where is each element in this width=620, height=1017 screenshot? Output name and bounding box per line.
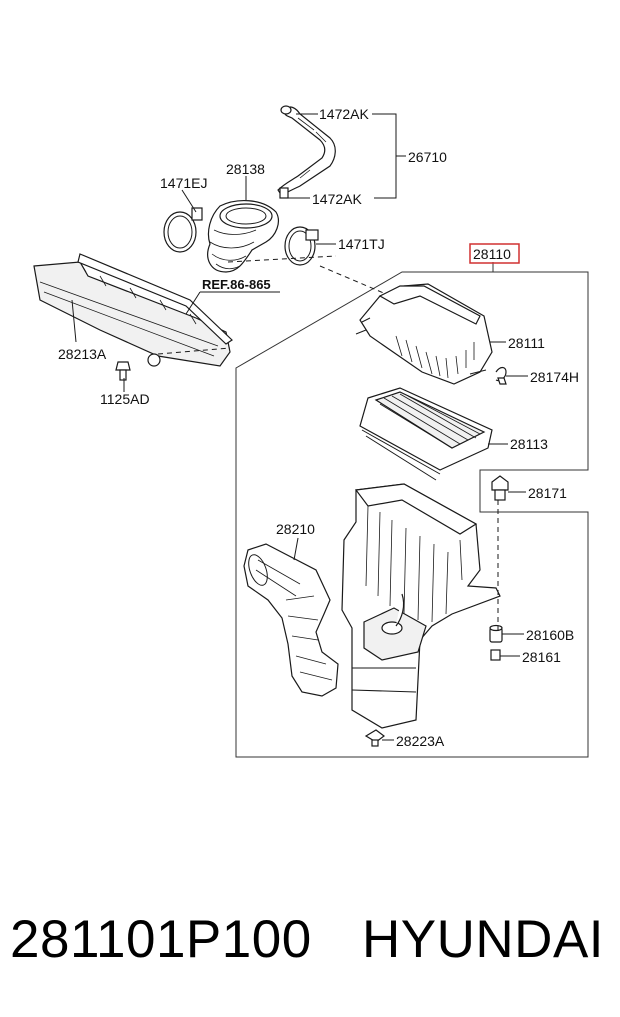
filter-element: [359, 387, 493, 481]
resonator-duct: [243, 543, 339, 697]
callout-1125ad: 1125AD: [100, 391, 150, 407]
brand-name: HYUNDAI: [362, 910, 605, 969]
bolt-1125ad: [115, 361, 131, 381]
callout-28213a: 28213A: [58, 346, 107, 362]
callout-28110: 28110: [473, 246, 511, 262]
callout-28111: 28111: [508, 335, 545, 351]
assembly-frame: [235, 262, 589, 758]
callout-28161: 28161: [522, 649, 561, 665]
callout-28171: 28171: [528, 485, 567, 501]
callout-28223a: 28223A: [396, 733, 445, 749]
intake-hose-28138: [207, 200, 279, 273]
callout-1472ak-top: 1472AK: [319, 106, 369, 122]
air-cleaner-cover: [355, 283, 507, 385]
callout-labels: 1472AK 26710 28138 1471EJ 1472AK 1471TJ …: [58, 106, 579, 749]
breather-hose: [277, 105, 336, 199]
clamp-1471ej: [163, 207, 203, 253]
guide-lines: [157, 255, 499, 630]
bushing-28160b: [489, 624, 503, 643]
callout-28160b: 28160B: [526, 627, 574, 643]
pin-28223a: [364, 729, 385, 747]
callout-28110-highlight: [469, 243, 520, 264]
parts-diagram: 1472AK 26710 28138 1471EJ 1472AK 1471TJ …: [33, 105, 589, 758]
air-duct-28213a: [33, 253, 233, 367]
leader-lines: [71, 113, 528, 741]
callout-28174h: 28174H: [530, 369, 579, 385]
collar-28161: [490, 649, 501, 661]
callout-28138: 28138: [226, 161, 265, 177]
clamp-1471tj: [284, 226, 319, 266]
callout-28210: 28210: [276, 521, 315, 537]
caption-bar: 281101P100 HYUNDAI: [0, 880, 620, 1000]
callout-26710: 26710: [408, 149, 447, 165]
callout-28113: 28113: [510, 436, 548, 452]
callout-ref-86-865: REF.86-865: [202, 277, 271, 292]
air-cleaner-body: [341, 483, 501, 729]
part-number: 281101P100: [10, 910, 312, 969]
callout-1471ej: 1471EJ: [160, 175, 207, 191]
bolt-28171: [491, 475, 509, 501]
callout-1472ak-bottom: 1472AK: [312, 191, 362, 207]
callout-1471tj: 1471TJ: [338, 236, 385, 252]
